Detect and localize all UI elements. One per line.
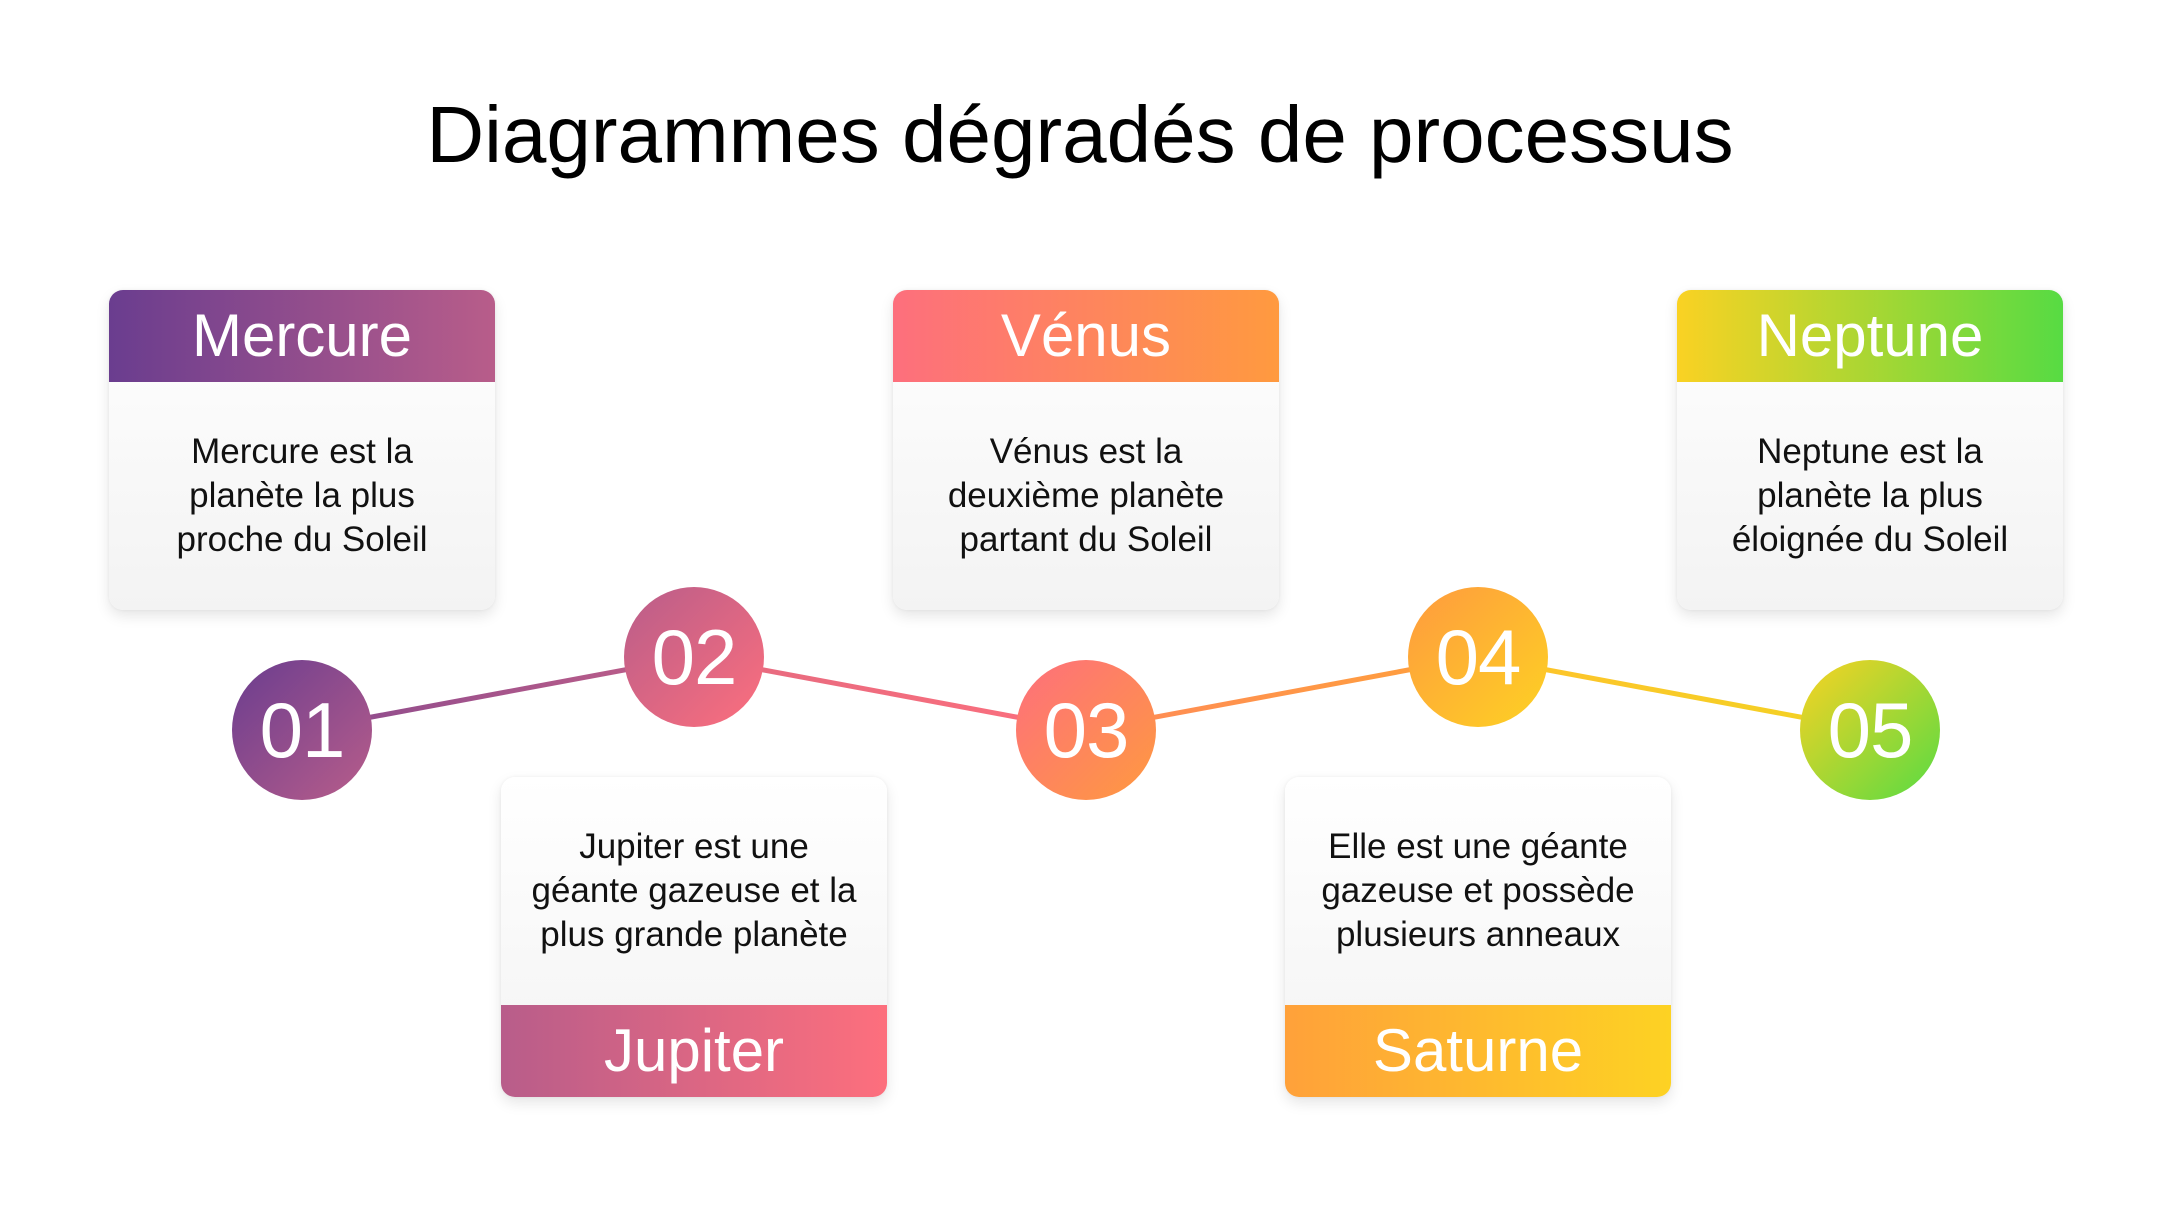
step-number-badge-02: 02	[624, 587, 764, 727]
step-card-description: Vénus est la deuxième planète partant du…	[947, 432, 1225, 559]
step-number-badge-01: 01	[232, 660, 372, 800]
step-card-description: Elle est une géante gazeuse et possède p…	[1321, 827, 1635, 954]
step-card-saturne: Elle est une géante gazeuse et possède p…	[1285, 777, 1671, 1097]
step-card-title: Neptune	[1677, 290, 2063, 382]
step-card-description: Mercure est la planète la plus proche du…	[176, 432, 428, 559]
step-card-title: Saturne	[1285, 1005, 1671, 1097]
step-number-badge-04: 04	[1408, 587, 1548, 727]
step-card-description: Neptune est la planète la plus éloignée …	[1731, 432, 2009, 559]
step-card-jupiter: Jupiter est une géante gazeuse et la plu…	[501, 777, 887, 1097]
step-card-neptune: Neptune Neptune est la planète la plus é…	[1677, 290, 2063, 610]
step-card-title: Mercure	[109, 290, 495, 382]
step-number-badge-03: 03	[1016, 660, 1156, 800]
step-card-venus: Vénus Vénus est la deuxième planète part…	[893, 290, 1279, 610]
step-number-badge-05: 05	[1800, 660, 1940, 800]
page-title: Diagrammes dégradés de processus	[426, 90, 1734, 179]
step-card-mercure: Mercure Mercure est la planète la plus p…	[109, 290, 495, 610]
step-card-description: Jupiter est une géante gazeuse et la plu…	[531, 827, 857, 954]
step-card-title: Jupiter	[501, 1005, 887, 1097]
step-card-title: Vénus	[893, 290, 1279, 382]
